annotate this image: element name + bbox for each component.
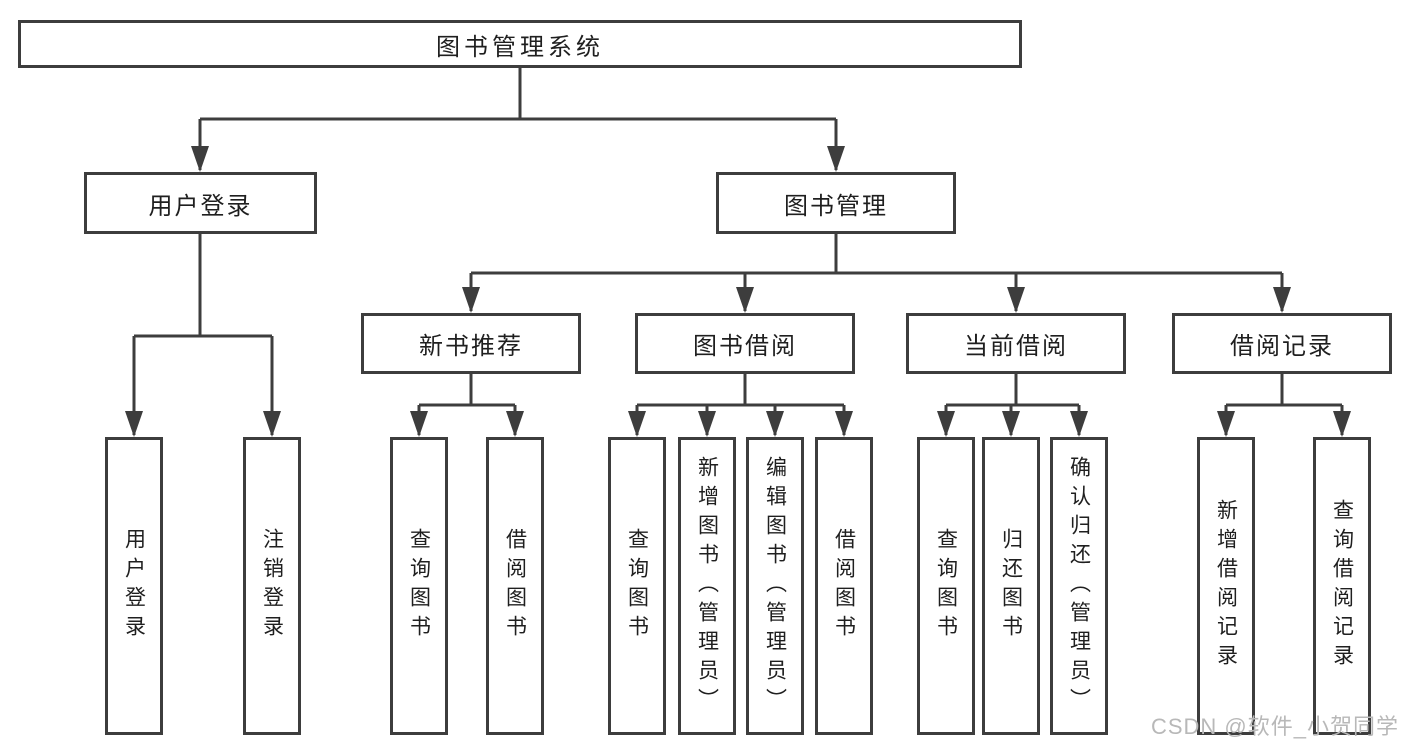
arrow-down-icon (263, 411, 281, 437)
arrow-down-icon (506, 411, 524, 437)
node-label: 图书借阅 (693, 333, 797, 360)
arrow-down-icon (1217, 411, 1235, 437)
arrow-down-icon (410, 411, 428, 437)
leaf-user-login: 用户登录 (105, 437, 163, 735)
node-label: 当前借阅 (964, 333, 1068, 360)
node-label: 新增借阅记录 (1214, 499, 1238, 673)
leaf-logout: 注销登录 (243, 437, 301, 735)
arrow-down-icon (1007, 287, 1025, 313)
connector-current-to-leaves (944, 374, 1081, 435)
arrow-down-icon (835, 411, 853, 437)
connector-bookmgmt-to-level3 (469, 234, 1284, 311)
node-label: 借阅记录 (1230, 333, 1334, 360)
leaf-borrow-books: 借阅图书 (486, 437, 544, 735)
node-label: 新增图书（管理员） (695, 455, 719, 717)
leaf-add-books-admin: 新增图书（管理员） (678, 437, 736, 735)
arrow-down-icon (125, 411, 143, 437)
leaf-return-books: 归还图书 (982, 437, 1040, 735)
node-current-borrow: 当前借阅 (906, 313, 1126, 374)
arrow-down-icon (628, 411, 646, 437)
connector-borrow-to-leaves (635, 374, 846, 435)
connector-root-to-level2 (198, 68, 838, 170)
node-label: 用户登录 (122, 528, 146, 644)
node-label: 确认归还（管理员） (1067, 455, 1091, 717)
node-label: 查询图书 (934, 528, 958, 644)
node-book-management: 图书管理 (716, 172, 956, 234)
node-book-borrow: 图书借阅 (635, 313, 855, 374)
node-label: 借阅图书 (503, 528, 527, 644)
connector-records-to-leaves (1224, 374, 1344, 435)
node-new-book-recommend: 新书推荐 (361, 313, 581, 374)
connector-recommend-to-leaves (417, 374, 517, 435)
arrow-down-icon (736, 287, 754, 313)
node-label: 查询图书 (625, 528, 649, 644)
node-label: 图书管理系统 (436, 33, 604, 61)
node-user-login: 用户登录 (84, 172, 317, 234)
arrow-down-icon (1333, 411, 1351, 437)
leaf-query-books: 查询图书 (390, 437, 448, 735)
arrow-down-icon (827, 146, 845, 172)
arrow-down-icon (937, 411, 955, 437)
node-label: 图书管理 (784, 192, 888, 220)
arrow-down-icon (766, 411, 784, 437)
node-label: 借阅图书 (832, 528, 856, 644)
node-label: 查询图书 (407, 528, 431, 644)
arrow-down-icon (698, 411, 716, 437)
leaf-edit-books-admin: 编辑图书（管理员） (746, 437, 804, 735)
leaf-query-borrow-record: 查询借阅记录 (1313, 437, 1371, 735)
arrow-down-icon (1273, 287, 1291, 313)
connector-userlogin-to-leaves (132, 234, 274, 435)
arrow-down-icon (191, 146, 209, 172)
node-label: 编辑图书（管理员） (763, 455, 787, 717)
node-label: 注销登录 (260, 528, 284, 644)
arrow-down-icon (1070, 411, 1088, 437)
node-label: 查询借阅记录 (1330, 499, 1354, 673)
node-label: 用户登录 (148, 192, 253, 220)
node-label: 新书推荐 (419, 333, 523, 360)
arrow-down-icon (462, 287, 480, 313)
leaf-query-books: 查询图书 (917, 437, 975, 735)
leaf-query-books: 查询图书 (608, 437, 666, 735)
node-label: 归还图书 (999, 528, 1023, 644)
leaf-borrow-books: 借阅图书 (815, 437, 873, 735)
node-root-system: 图书管理系统 (18, 20, 1022, 68)
leaf-add-borrow-record: 新增借阅记录 (1197, 437, 1255, 735)
watermark: CSDN @软件_小贺同学 (1150, 714, 1399, 739)
node-borrow-records: 借阅记录 (1172, 313, 1392, 374)
arrow-down-icon (1002, 411, 1020, 437)
leaf-confirm-return-admin: 确认归还（管理员） (1050, 437, 1108, 735)
